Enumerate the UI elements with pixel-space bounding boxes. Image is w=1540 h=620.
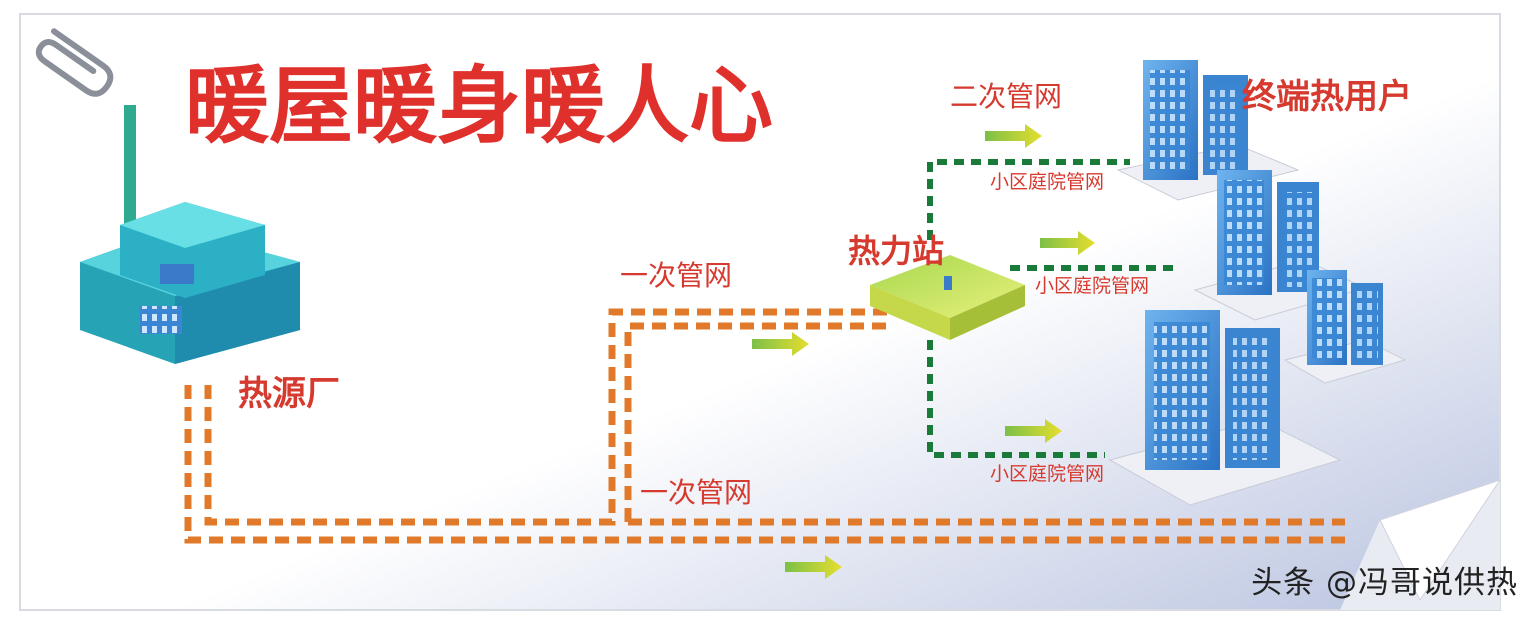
flow-arrow-icon [785,555,842,579]
page-curl-fold [1379,479,1502,601]
building-icon [1193,170,1367,321]
primary-pipes [184,308,1345,544]
primary-network-upper-label: 一次管网 [620,259,732,292]
flow-arrow-icon [985,124,1042,148]
flow-arrows [752,124,1095,579]
secondary-pipes [927,159,1180,458]
heat-station-label: 热力站 [848,232,944,270]
courtyard-network-top-label: 小区庭院管网 [990,171,1104,193]
heat-source-label: 热源厂 [238,374,340,414]
courtyard-network-bottom-label: 小区庭院管网 [990,463,1104,485]
secondary-network-label: 二次管网 [950,80,1062,113]
building-icon [1108,310,1342,506]
primary-network-lower-label: 一次管网 [640,476,752,509]
building-icon [1283,270,1407,384]
page-title: 暖屋暖身暖人心 [185,57,773,155]
paperclip-icon [35,28,114,97]
flow-arrow-icon [1040,231,1095,255]
building-icon [1116,60,1300,201]
watermark: 头条 @冯哥说供热 [1251,565,1518,601]
flow-arrow-icon [1005,419,1062,443]
factory-icon [80,105,300,364]
end-users-label: 终端热用户 [1242,77,1412,117]
heat-station-icon [870,255,1025,340]
courtyard-network-middle-label: 小区庭院管网 [1035,275,1149,297]
flow-arrow-icon [752,332,809,356]
